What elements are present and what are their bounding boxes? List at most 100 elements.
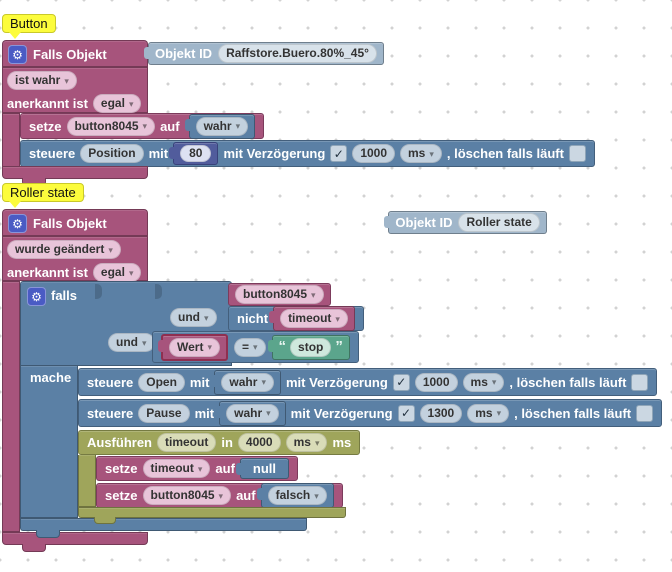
ack-label: anerkannt ist — [7, 265, 88, 280]
clear-label: , löschen falls läuft — [446, 146, 564, 161]
control-verb: steuere — [87, 374, 134, 390]
bool-dropdown[interactable]: falsch▾ — [267, 486, 327, 505]
chevron-down-icon: ▾ — [207, 342, 212, 352]
variable-dropdown[interactable]: button8045▾ — [142, 486, 232, 505]
bool-dropdown[interactable]: wahr▾ — [221, 372, 274, 392]
operator-dropdown[interactable]: =▾ — [233, 337, 266, 357]
set-block-timeout[interactable]: setze timeout▾ auf null — [96, 456, 299, 481]
chevron-down-icon: ▾ — [128, 98, 134, 109]
unit-dropdown[interactable]: ms▾ — [462, 372, 505, 392]
objekt-id-label: Objekt ID — [395, 215, 453, 230]
delay-field[interactable]: 1300 — [419, 403, 463, 423]
variable-dropdown[interactable]: button8045▾ — [235, 285, 324, 304]
variable-dropdown[interactable]: timeout▾ — [280, 309, 348, 328]
control-block-position[interactable]: steuere Position mit 80 mit Verzögerung … — [20, 140, 595, 167]
trigger2-header[interactable]: ⚙ Falls Objekt — [2, 209, 148, 236]
chevron-down-icon: ▾ — [197, 463, 203, 474]
delay-field[interactable]: 1000 — [414, 372, 458, 392]
timeout-exec-block[interactable]: Ausführen timeout in 4000 ms▾ ms — [78, 430, 361, 455]
empty-socket[interactable] — [155, 284, 162, 299]
empty-socket[interactable] — [95, 284, 102, 299]
delay-checkbox[interactable]: ✓ — [397, 404, 415, 422]
control-target-field[interactable]: Position — [80, 144, 144, 163]
number-shadow-block[interactable]: 80 — [169, 142, 219, 165]
clear-checkbox[interactable] — [636, 404, 654, 422]
not-var-block[interactable]: timeout▾ — [269, 306, 355, 331]
delay-field[interactable]: 1000 — [352, 144, 396, 163]
unit-dropdown[interactable]: ms▾ — [400, 144, 442, 163]
control-target-field[interactable]: Pause — [138, 403, 190, 423]
trigger2-body[interactable]: wurde geändert▾ anerkannt ist egal▾ — [2, 236, 148, 282]
to-label: auf — [215, 461, 235, 476]
value-block-wahr[interactable]: wahr▾ — [210, 369, 281, 395]
trigger1-title: Falls Objekt — [33, 47, 107, 62]
bool-dropdown[interactable]: wahr▾ — [195, 116, 249, 136]
variable-dropdown[interactable]: timeout▾ — [142, 459, 211, 478]
chevron-down-icon: ▾ — [261, 377, 266, 387]
comment-button[interactable]: Button — [2, 14, 56, 39]
with-label: mit — [148, 146, 169, 161]
timeout-delay-field[interactable]: 4000 — [237, 433, 281, 452]
delay-label: mit Verzögerung — [223, 146, 326, 161]
string-field[interactable]: stop — [290, 337, 332, 357]
value-block-wahr[interactable]: wahr▾ — [215, 400, 286, 426]
delay-label: mit Verzögerung — [285, 374, 388, 390]
and-dropdown[interactable]: und▾ — [108, 333, 155, 352]
number-field[interactable]: 80 — [180, 145, 212, 162]
value-block-wahr[interactable]: wahr▾ — [184, 113, 256, 139]
do-label: mache — [30, 370, 72, 385]
trigger1-body[interactable]: ist wahr▾ anerkannt ist egal▾ — [2, 67, 148, 113]
set-block-button[interactable]: setze button8045▾ auf falsch▾ — [96, 483, 343, 508]
bool-dropdown[interactable]: wahr▾ — [226, 403, 279, 423]
trigger1-header[interactable]: ⚙ Falls Objekt — [2, 40, 148, 67]
value-block-falsch[interactable]: falsch▾ — [256, 483, 334, 508]
ack-dropdown[interactable]: egal▾ — [92, 263, 142, 282]
string-block[interactable]: “ stop ” — [267, 334, 350, 360]
not-block[interactable]: nicht timeout▾ — [228, 306, 364, 331]
ack-dropdown[interactable]: egal▾ — [92, 94, 142, 113]
unit-dropdown[interactable]: ms▾ — [467, 403, 510, 423]
chevron-down-icon: ▾ — [266, 408, 271, 418]
compare-block[interactable]: Wert▾ =▾ “ stop ” — [152, 331, 359, 363]
delay-label: mit Verzögerung — [290, 405, 393, 421]
chevron-down-icon: ▾ — [128, 267, 134, 278]
control-block-open[interactable]: steuere Open mit wahr▾ mit Verzögerung ✓… — [78, 368, 658, 396]
set-block-1[interactable]: setze button8045▾ auf wahr▾ — [20, 113, 265, 139]
to-label: auf — [236, 488, 256, 503]
control-target-field[interactable]: Open — [138, 372, 185, 392]
event-dropdown[interactable]: ist wahr▾ — [7, 71, 77, 90]
trigger1-bottom — [2, 166, 148, 179]
chevron-down-icon: ▾ — [335, 313, 340, 324]
delay-checkbox[interactable]: ✓ — [330, 145, 348, 162]
timeout-name-field[interactable]: timeout — [157, 433, 217, 452]
wert-dropdown[interactable]: Wert▾ — [169, 337, 220, 357]
gear-icon[interactable]: ⚙ — [8, 45, 27, 64]
comment-roller-state[interactable]: Roller state — [2, 183, 84, 208]
clear-checkbox[interactable] — [568, 145, 586, 162]
delay-checkbox[interactable]: ✓ — [392, 373, 410, 391]
event-dropdown[interactable]: wurde geändert▾ — [7, 240, 121, 259]
in-label: in — [221, 435, 233, 450]
control-block-pause[interactable]: steuere Pause mit wahr▾ mit Verzögerung … — [78, 399, 663, 427]
gear-icon[interactable]: ⚙ — [27, 287, 46, 306]
and-dropdown[interactable]: und▾ — [170, 308, 217, 327]
timeout-block-bottom — [78, 507, 346, 518]
chevron-down-icon: ▾ — [204, 312, 209, 323]
condition-var-block[interactable]: button8045▾ — [228, 283, 331, 306]
objekt-id-field[interactable]: Roller state — [458, 213, 540, 232]
gear-icon[interactable]: ⚙ — [8, 214, 27, 233]
unit-dropdown[interactable]: ms▾ — [285, 433, 328, 452]
chevron-down-icon: ▾ — [311, 289, 316, 300]
variable-dropdown[interactable]: button8045▾ — [66, 116, 156, 136]
objekt-id-block-1[interactable]: Objekt ID Raffstore.Buero.80%_45° — [144, 42, 384, 65]
trigger2-title: Falls Objekt — [33, 216, 107, 231]
wert-block[interactable]: Wert▾ — [158, 333, 228, 361]
objekt-id-block-2[interactable]: Objekt ID Roller state — [384, 211, 547, 234]
not-label: nicht — [237, 311, 269, 326]
null-block[interactable]: null — [235, 458, 290, 479]
objekt-id-field[interactable]: Raffstore.Buero.80%_45° — [218, 44, 377, 63]
set-label: setze — [105, 488, 138, 503]
chevron-down-icon: ▾ — [64, 75, 69, 86]
clear-checkbox[interactable] — [631, 373, 649, 391]
